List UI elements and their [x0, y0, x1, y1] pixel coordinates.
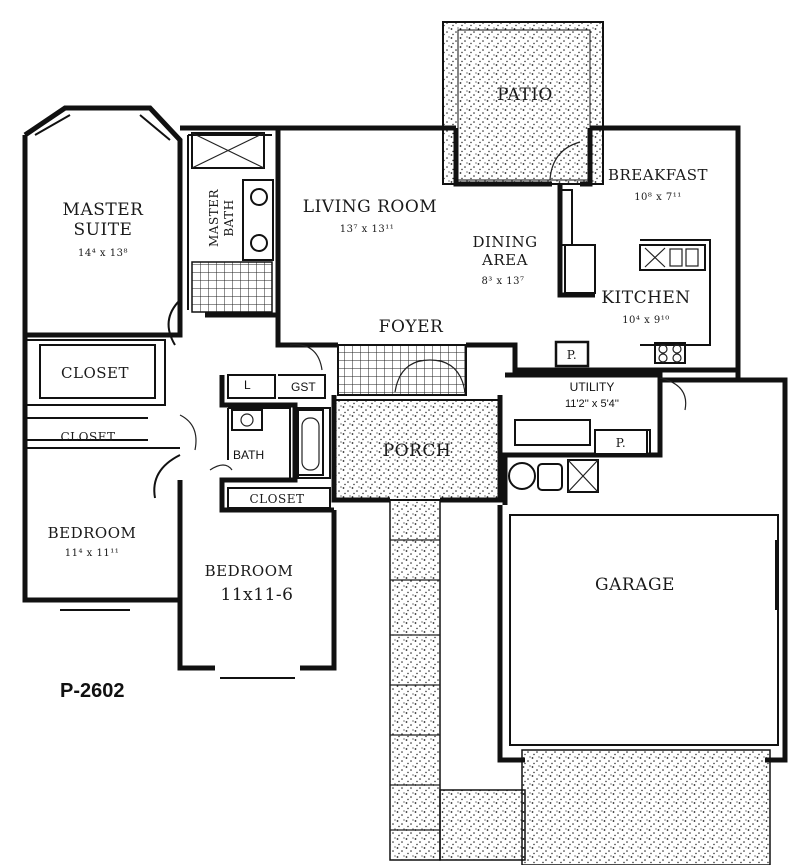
- bedroom1-label: BEDROOM: [48, 524, 137, 542]
- master-suite-label-2: SUITE: [74, 220, 133, 240]
- dining-area-label-2: AREA: [481, 251, 528, 269]
- master-suite-label-1: MASTER: [63, 200, 145, 220]
- doors: [153, 141, 687, 499]
- porch-area: [333, 399, 501, 501]
- foyer-tile: [337, 344, 467, 396]
- walls: [22, 105, 788, 763]
- linen-label: L: [244, 378, 251, 392]
- fixtures: [191, 132, 706, 493]
- front-walkway: [389, 499, 526, 861]
- bedroom1-dims: 11⁴ x 11¹¹: [65, 548, 119, 559]
- breakfast-label: BREAKFAST: [608, 166, 708, 184]
- dining-area-label-1: DINING: [472, 233, 537, 251]
- utility-dims: 11'2'' x 5'4'': [565, 398, 619, 410]
- closet-master-label: CLOSET: [61, 364, 129, 382]
- master-bath-tile: [191, 261, 273, 313]
- breakfast-dims: 10⁸ x 7¹¹: [634, 192, 682, 203]
- kitchen-pantry-label: P.: [567, 348, 577, 362]
- patio-label: PATIO: [497, 85, 553, 105]
- kitchen-dims: 10⁴ x 9¹⁰: [622, 315, 670, 326]
- closet-hall-label: CLOSET: [61, 430, 116, 444]
- foyer-label: FOYER: [379, 317, 444, 337]
- living-room-dims: 13⁷ x 13¹¹: [340, 224, 394, 235]
- plan-id: P-2602: [60, 680, 125, 702]
- master-bath-label-1: MASTER: [207, 189, 221, 247]
- master-suite-dims: 14⁴ x 13⁸: [78, 248, 128, 259]
- garage-label: GARAGE: [595, 575, 675, 595]
- utility-pantry-label: P.: [616, 436, 626, 450]
- porch-label: PORCH: [383, 441, 452, 461]
- bedroom2-label: BEDROOM: [205, 562, 294, 580]
- guest-closet-label: GST: [291, 380, 316, 394]
- bath-label: BATH: [233, 448, 264, 462]
- bedroom2-dims: 11x11-6: [221, 585, 294, 605]
- master-bath-label-2: BATH: [222, 199, 236, 236]
- dining-area-dims: 8³ x 13⁷: [481, 276, 524, 287]
- utility-label: UTILITY: [570, 380, 615, 394]
- driveway: [521, 749, 771, 865]
- kitchen-label: KITCHEN: [601, 288, 690, 308]
- living-room-label: LIVING ROOM: [303, 197, 437, 217]
- patio-area: [442, 21, 604, 185]
- closet-bedroom2-label: CLOSET: [250, 492, 305, 506]
